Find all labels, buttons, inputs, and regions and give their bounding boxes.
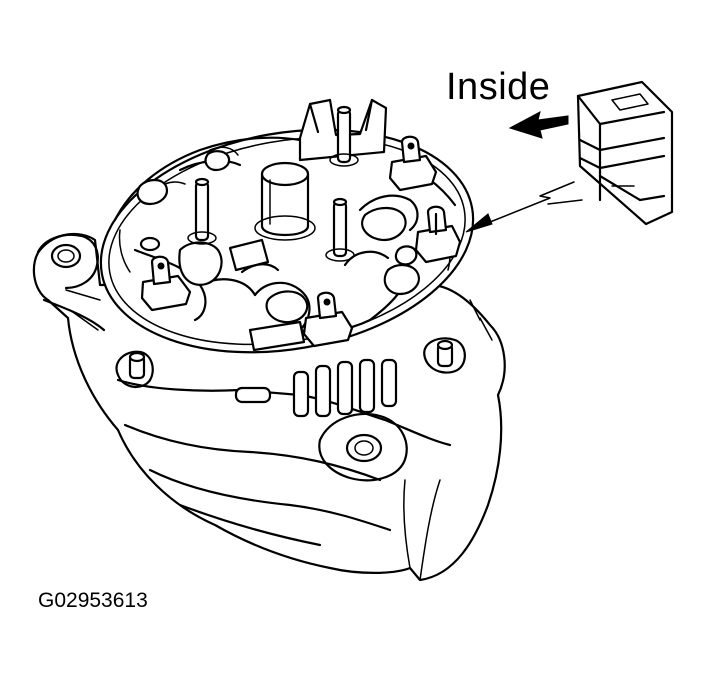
arrow-inside-direction bbox=[508, 111, 569, 139]
bearing-boss bbox=[254, 161, 316, 241]
terminal-insulator-detail bbox=[576, 80, 674, 226]
terminal-studs bbox=[139, 105, 359, 262]
arrow-insulator-location bbox=[465, 181, 583, 233]
terminal-insulator-top bbox=[388, 135, 438, 192]
terminal-insulator-left bbox=[140, 255, 192, 312]
rear-cover-plate bbox=[99, 128, 475, 354]
terminal-insulator-bottom bbox=[302, 291, 354, 348]
figure-id-label: G02953613 bbox=[38, 589, 148, 612]
inside-label: Inside bbox=[446, 66, 551, 108]
cooling-slots bbox=[234, 358, 398, 418]
terminal-insulator-right bbox=[414, 205, 462, 264]
